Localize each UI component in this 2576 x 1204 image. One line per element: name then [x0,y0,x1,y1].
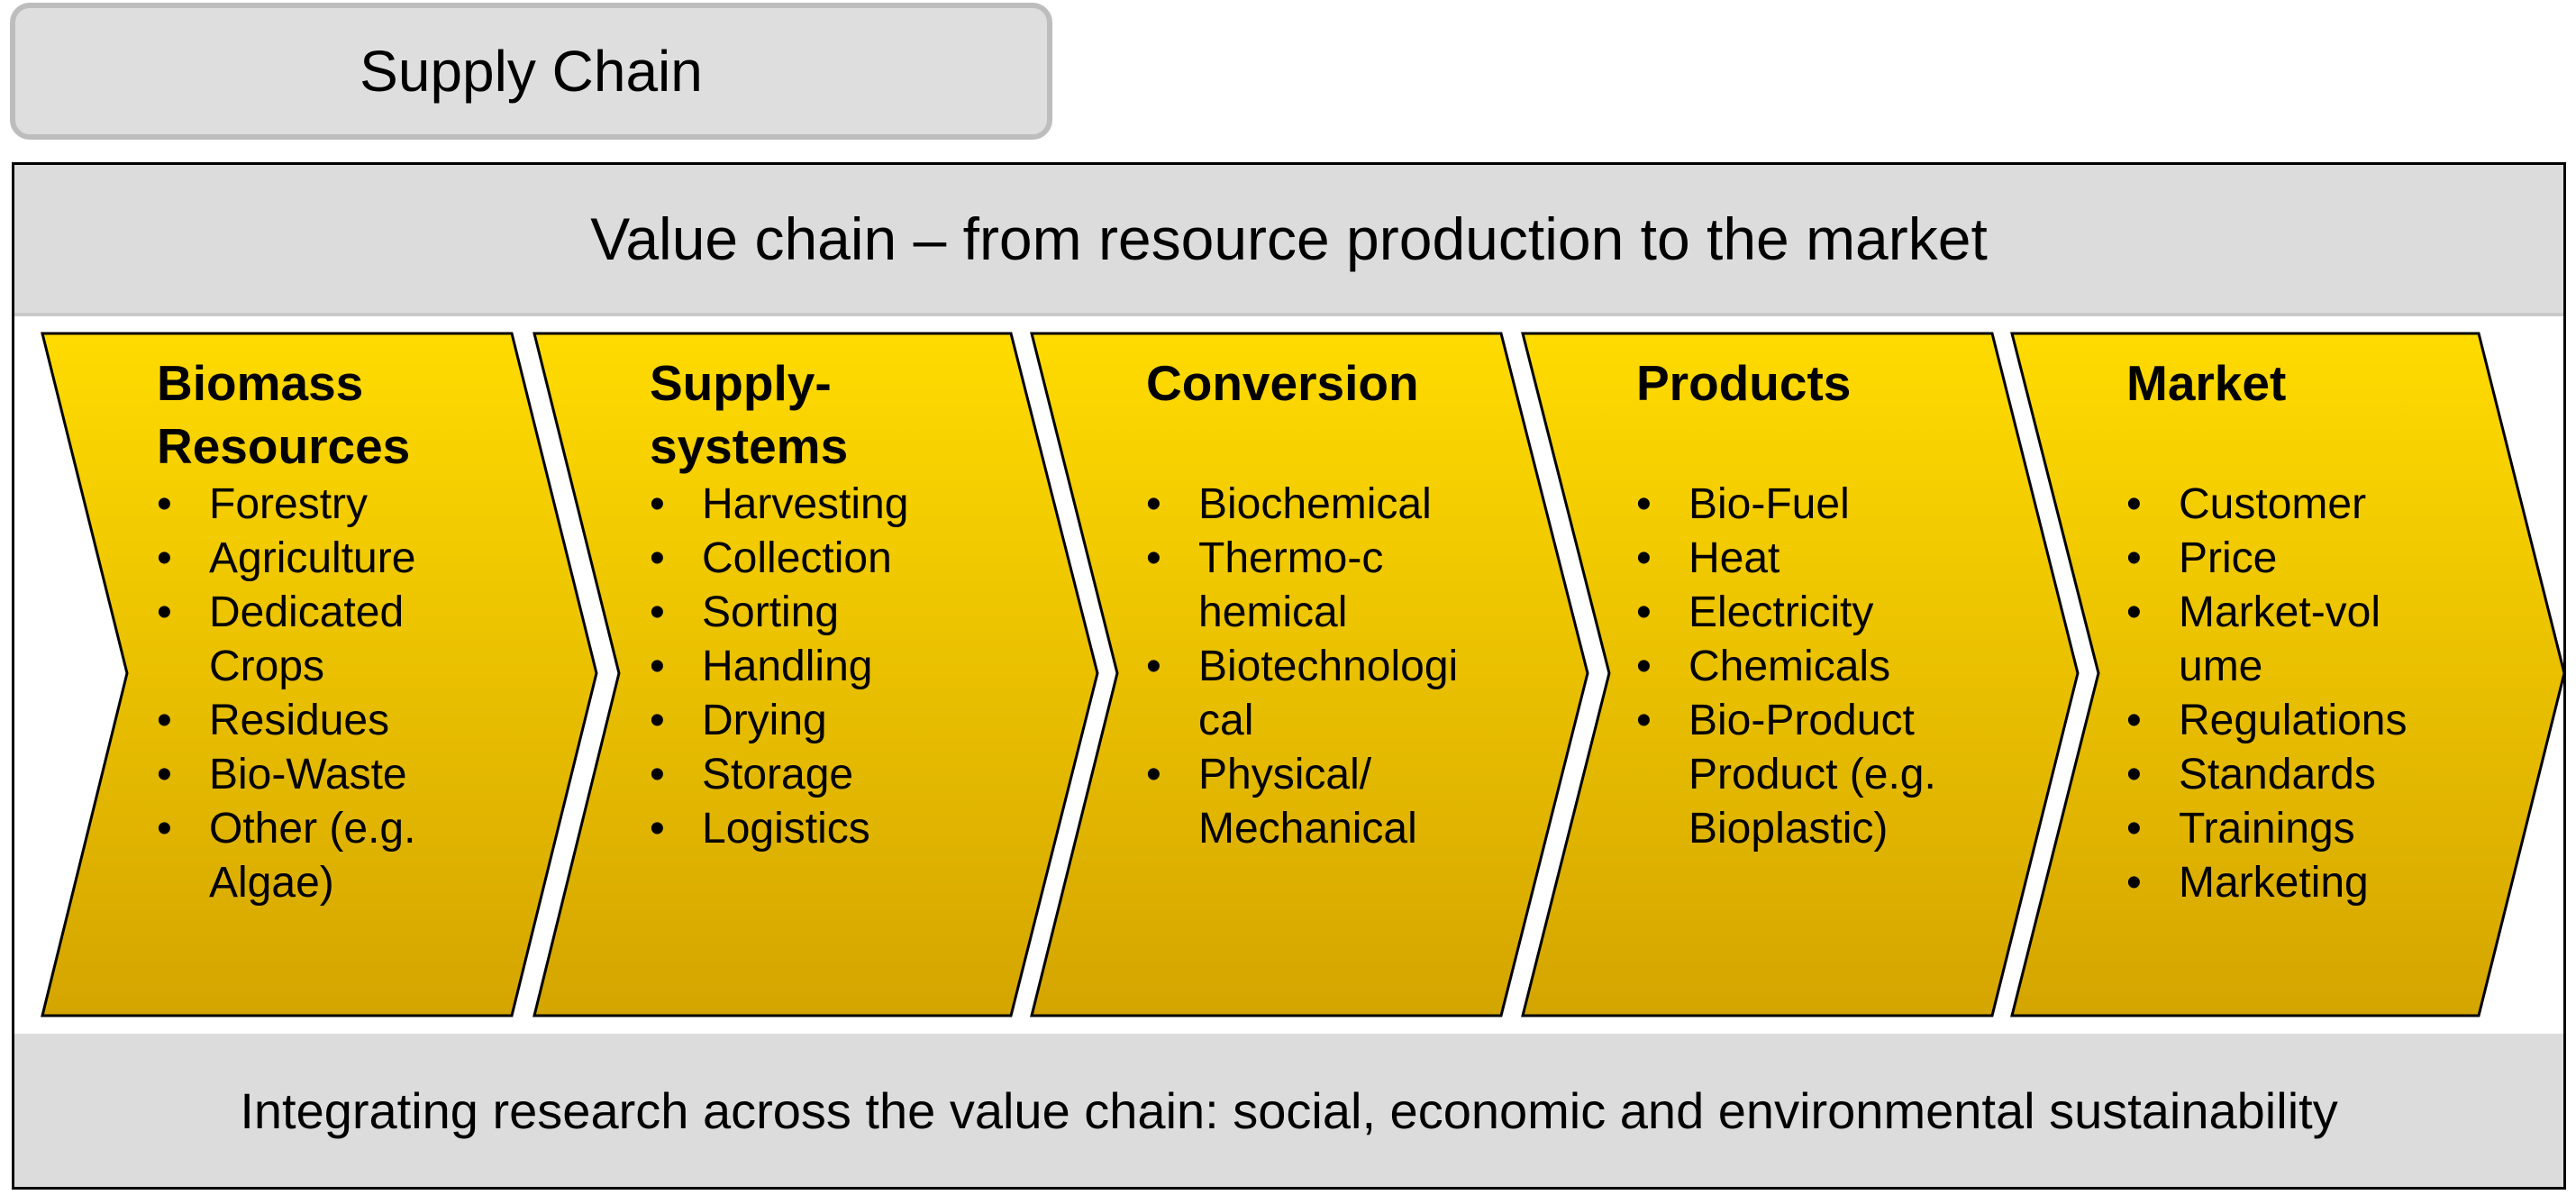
stage-item-list: Forestry Agriculture Dedicated Crops Res… [157,478,625,910]
list-item: Logistics [650,802,1118,856]
footer-band: Integrating research across the value ch… [14,1034,2563,1187]
stage-title: Biomass Resources [157,355,411,474]
stage-conversion: Conversion Biochemical Thermo-chemical B… [1146,351,1615,856]
list-item: Drying [650,694,1118,748]
stage-item-list: Customer Price Market-volume Regulations… [2126,478,2576,910]
stage-item-list: Bio-Fuel Heat Electricity Chemicals Bio-… [1636,478,2105,856]
list-item: Standards [2126,748,2576,802]
tab-label: Supply Chain [360,39,703,104]
list-item: Handling [650,640,1118,694]
stage-item-list: Biochemical Thermo-chemical Biotechnolog… [1146,478,1615,856]
list-item: Bio-Product Product (e.g. Bioplastic) [1636,694,1986,856]
list-item: Thermo-chemical [1146,532,1406,640]
stage-biomass-resources: Biomass Resources Forestry Agriculture D… [157,351,625,910]
list-item: Agriculture [157,532,625,586]
list-item: Bio-Fuel [1636,478,2105,532]
stage-market: Market Customer Price Market-volume Regu… [2126,351,2576,910]
list-item: Dedicated Crops [157,586,452,694]
stage-title: Market [2126,355,2287,411]
header-band: Value chain – from resource production t… [14,165,2563,316]
header-text: Value chain – from resource production t… [590,205,1988,272]
stage-products: Products Bio-Fuel Heat Electricity Chemi… [1636,351,2105,856]
list-item: Chemicals [1636,640,2105,694]
list-item: Bio-Waste [157,748,625,802]
list-item: Sorting [650,586,1118,640]
list-item: Harvesting [650,478,1118,532]
footer-text: Integrating research across the value ch… [240,1081,2338,1139]
stage-item-list: Harvesting Collection Sorting Handling D… [650,478,1118,856]
list-item: Other (e.g. Algae) [157,802,479,910]
stage-title: Products [1636,355,1852,411]
list-item: Physical/ Mechanical [1146,748,1460,856]
list-item: Market-volume [2126,586,2386,694]
stage-title: Conversion [1146,355,1419,411]
stage-title: Supply-systems [650,355,849,474]
list-item: Trainings [2126,802,2576,856]
list-item: Forestry [157,478,625,532]
list-item: Customer [2126,478,2576,532]
list-item: Biochemical [1146,478,1615,532]
list-item: Regulations [2126,694,2576,748]
list-item: Residues [157,694,625,748]
supply-chain-tab: Supply Chain [10,3,1052,140]
list-item: Collection [650,532,1118,586]
list-item: Biotechnological [1146,640,1473,748]
list-item: Price [2126,532,2576,586]
list-item: Storage [650,748,1118,802]
list-item: Electricity [1636,586,2105,640]
list-item: Marketing [2126,856,2576,910]
list-item: Heat [1636,532,2105,586]
stage-supply-systems: Supply-systems Harvesting Collection Sor… [650,351,1118,856]
